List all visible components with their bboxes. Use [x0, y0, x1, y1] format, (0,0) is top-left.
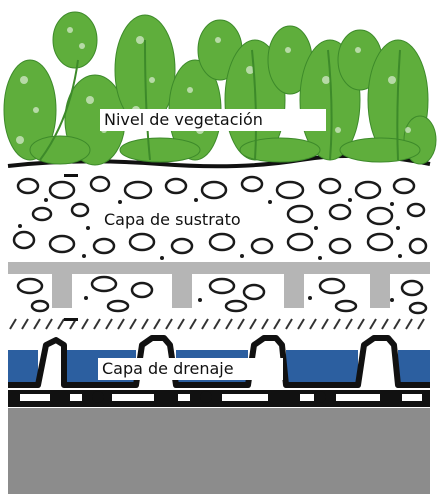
substrate-dots [18, 198, 402, 302]
tick-mark [64, 318, 78, 321]
substrate-gray-band [8, 262, 430, 308]
vegetation-level-label: Nivel de vegetación [100, 109, 326, 131]
substrate-gravel [12, 175, 428, 315]
filter-hatch [9, 318, 425, 330]
vegetation-plants [3, 11, 437, 166]
concrete-slab [8, 408, 430, 494]
drainage-profile [8, 335, 430, 388]
substrate-layer-label: Capa de sustrato [100, 209, 283, 231]
membrane-pattern [20, 391, 422, 403]
filter-layer [8, 318, 430, 330]
drainage-layer-label: Capa de drenaje [98, 358, 283, 380]
tick-mark [64, 174, 78, 177]
